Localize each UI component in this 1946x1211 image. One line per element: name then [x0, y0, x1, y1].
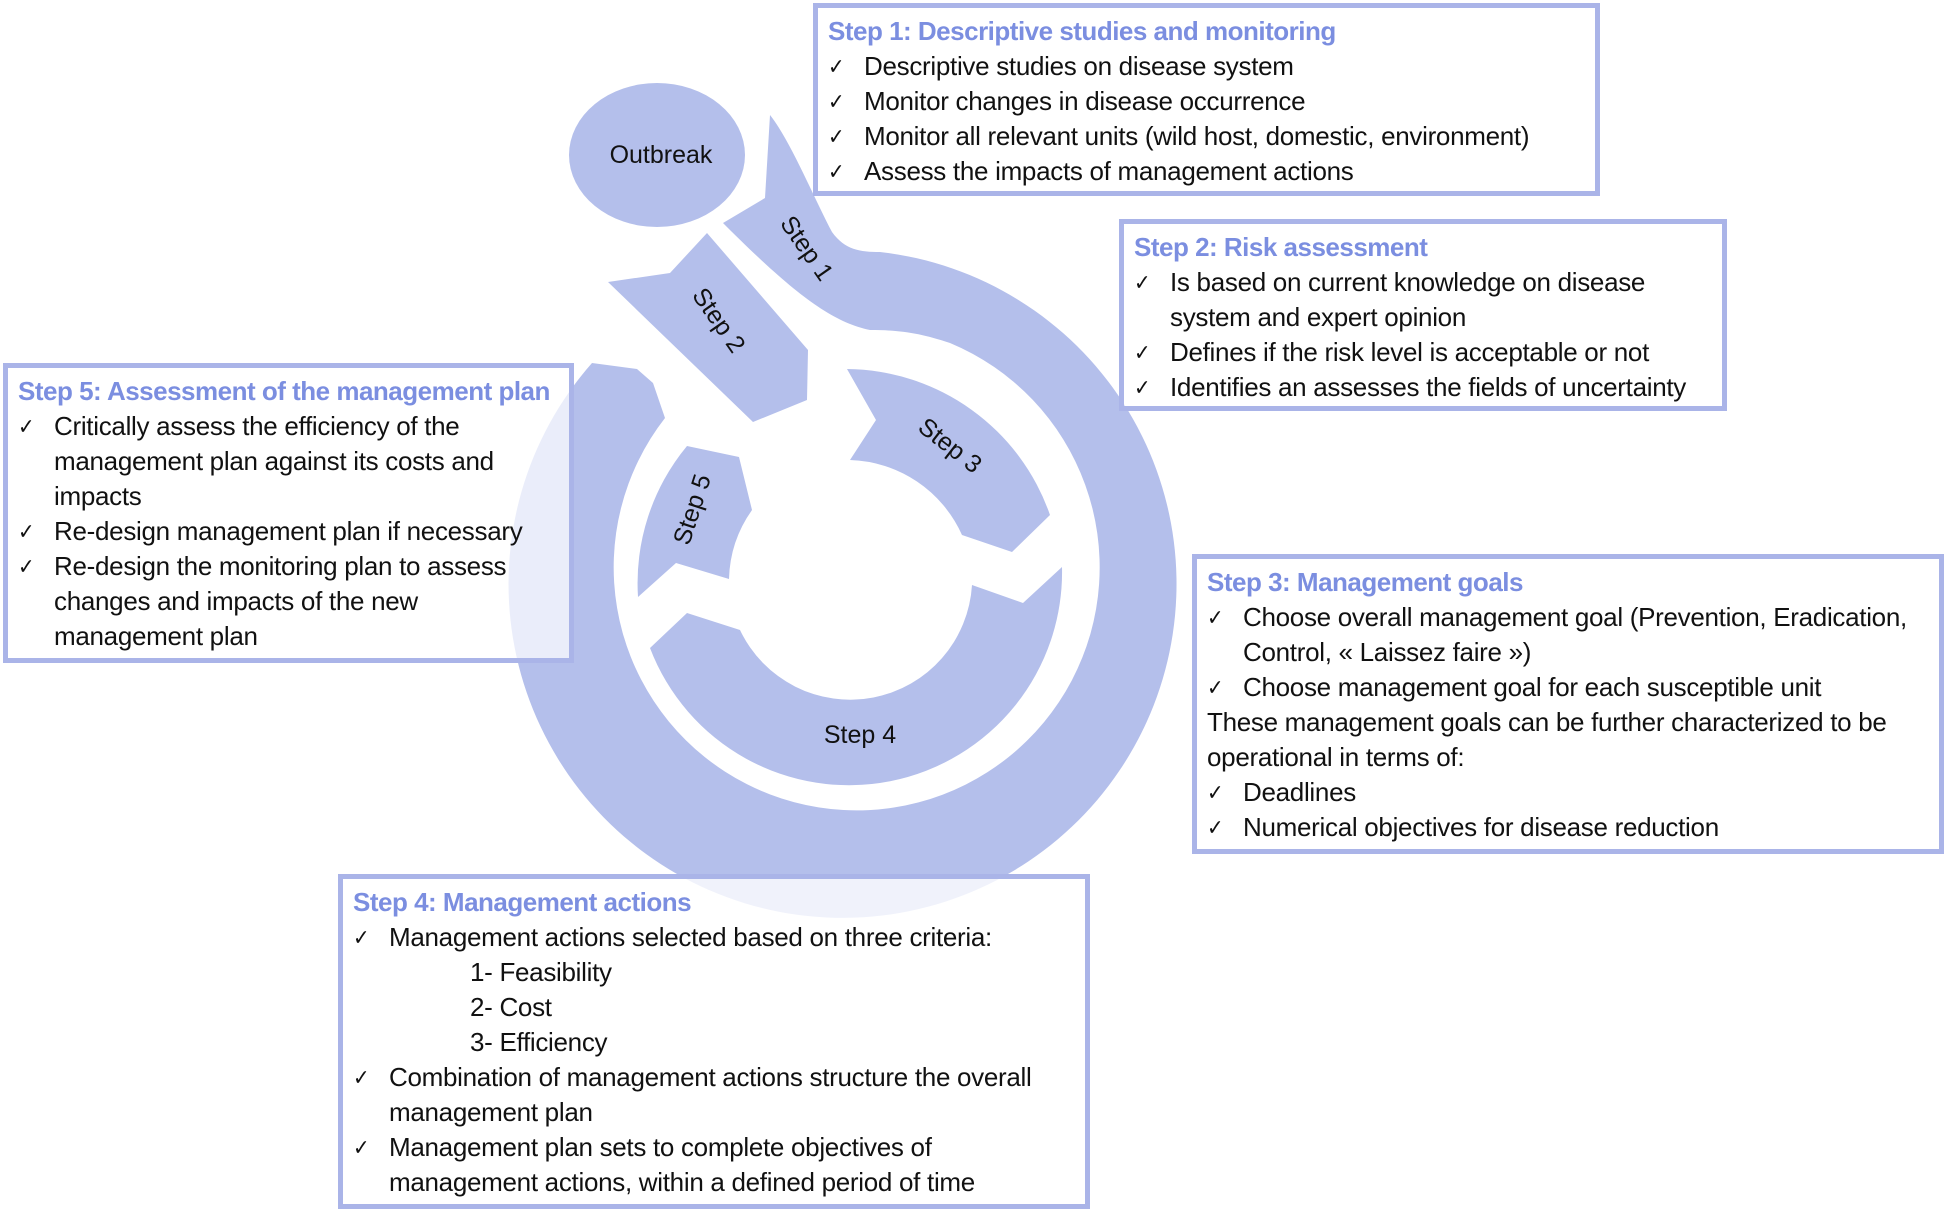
check-icon: ✓: [1207, 815, 1224, 840]
check-icon: ✓: [18, 519, 35, 544]
list-item: ✓Critically assess the efficiency of the…: [18, 411, 494, 511]
check-icon: ✓: [353, 1065, 370, 1090]
step1-box: Step 1: Descriptive studies and monitori…: [813, 3, 1600, 196]
check-icon: ✓: [18, 414, 35, 439]
step5-box: Step 5: Assessment of the management pla…: [3, 363, 574, 663]
list-item: ✓Choose overall management goal (Prevent…: [1207, 602, 1907, 667]
step5-heading: Step 5: Assessment of the management pla…: [18, 376, 550, 406]
step3-shape: [847, 369, 1050, 552]
check-icon: ✓: [353, 925, 370, 950]
list-item: ✓Monitor changes in disease occurrence: [828, 84, 1585, 119]
check-icon: ✓: [353, 1135, 370, 1160]
step2-box: Step 2: Risk assessment ✓Is based on cur…: [1119, 219, 1727, 411]
check-icon: ✓: [1134, 340, 1151, 365]
list-item: ✓Deadlines: [1207, 775, 1929, 810]
check-icon: ✓: [828, 159, 845, 184]
step4-shape: [650, 567, 1063, 786]
list-item: ✓Assess the impacts of management action…: [828, 154, 1585, 189]
list-item: ✓Monitor all relevant units (wild host, …: [828, 119, 1585, 154]
list-item: ✓Numerical objectives for disease reduct…: [1207, 810, 1929, 845]
criteria-item: 3- Efficiency: [470, 1027, 608, 1057]
step4-heading: Step 4: Management actions: [353, 887, 692, 917]
step3-heading: Step 3: Management goals: [1207, 567, 1523, 597]
step1-shape: [508, 115, 1177, 918]
check-icon: ✓: [1207, 780, 1224, 805]
outbreak-label: Outbreak: [610, 141, 713, 169]
list-item: ✓Choose management goal for each suscept…: [1207, 670, 1929, 705]
list-item: ✓Re-design management plan if necessary: [18, 514, 559, 549]
step5-shape: [637, 446, 752, 597]
criteria-item: 2- Cost: [470, 992, 552, 1022]
criteria-item: 1- Feasibility: [470, 957, 612, 987]
check-icon: ✓: [828, 124, 845, 149]
list-item: ✓Is based on current knowledge on diseas…: [1134, 267, 1646, 332]
check-icon: ✓: [828, 54, 845, 79]
step4-label: Step 4: [824, 721, 896, 749]
check-icon: ✓: [828, 89, 845, 114]
check-icon: ✓: [1134, 375, 1151, 400]
step2-shape: [608, 233, 808, 422]
list-item: ✓Management plan sets to complete object…: [353, 1132, 975, 1197]
step1-heading: Step 1: Descriptive studies and monitori…: [828, 16, 1336, 46]
check-icon: ✓: [1207, 675, 1224, 700]
step3-box: Step 3: Management goals ✓Choose overall…: [1192, 554, 1944, 854]
step2-heading: Step 2: Risk assessment: [1134, 232, 1428, 262]
outbreak-shape: [569, 83, 745, 227]
list-item: ✓Defines if the risk level is acceptable…: [1134, 335, 1712, 370]
list-item: ✓Identifies an assesses the fields of un…: [1134, 370, 1712, 405]
check-icon: ✓: [1207, 605, 1224, 630]
check-icon: ✓: [1134, 270, 1151, 295]
list-item: ✓Management actions selected based on th…: [353, 920, 1075, 955]
list-item: ✓Re-design the monitoring plan to assess…: [18, 551, 507, 651]
list-item: ✓Descriptive studies on disease system: [828, 49, 1585, 84]
list-item: ✓Combination of management actions struc…: [353, 1062, 1032, 1127]
step3-note: These management goals can be further ch…: [1207, 707, 1887, 772]
check-icon: ✓: [18, 554, 35, 579]
step4-box: Step 4: Management actions ✓Management a…: [338, 874, 1090, 1209]
